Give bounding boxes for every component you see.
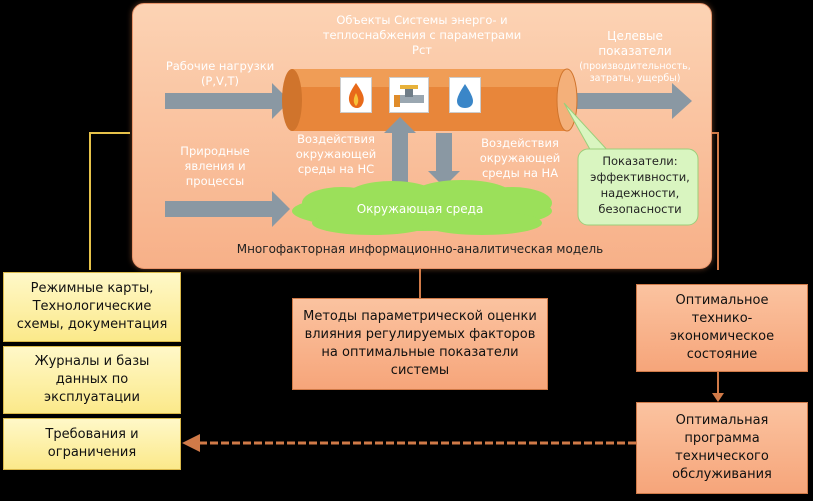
left-connector bbox=[89, 132, 130, 270]
panel-graphics bbox=[165, 68, 699, 235]
target-title: Целевые показатели bbox=[598, 29, 672, 58]
work-load-arrow bbox=[165, 83, 290, 119]
left-box-regime-maps: Режимные карты, Технологические схемы, д… bbox=[3, 272, 181, 342]
environment-label: Окружающая среда bbox=[356, 202, 484, 216]
output-arrow bbox=[562, 83, 692, 119]
model-title: Многофакторная информационно-аналитическ… bbox=[236, 242, 604, 256]
up-arrow bbox=[384, 117, 416, 185]
flame-icon bbox=[340, 77, 372, 113]
right-box-maintenance-program: Оптимальная программа технического обслу… bbox=[636, 402, 808, 494]
valve-icon bbox=[389, 77, 429, 113]
work-loads-label: Рабочие нагрузки (P,V,T) bbox=[165, 59, 275, 88]
env-ns-label: Воздействия окружающей среды на НС bbox=[295, 132, 377, 176]
environment-cloud bbox=[292, 180, 552, 235]
right-box-optimal-state: Оптимальное технико- экономическое состо… bbox=[636, 284, 808, 372]
center-box-methods: Методы параметрической оценки влияния ре… bbox=[292, 298, 548, 390]
down-arrow bbox=[428, 133, 460, 187]
water-drop-icon bbox=[449, 77, 481, 113]
target-sub: (производительность, затраты, ущербы) bbox=[579, 61, 691, 84]
nature-arrow bbox=[165, 191, 290, 227]
right-connector bbox=[712, 132, 719, 270]
left-box-journals: Журналы и базы данных по эксплуатации bbox=[3, 346, 181, 414]
nature-label: Природные явления и процессы bbox=[180, 144, 250, 188]
env-na-label: Воздействия окружающей среды на НА bbox=[479, 136, 561, 180]
indicators-label: Показатели: эффективности, надежности, б… bbox=[590, 154, 690, 216]
left-box-requirements: Требования и ограничения bbox=[3, 418, 181, 470]
indicators-callout bbox=[577, 148, 699, 226]
objects-title: Объекты Системы энерго- и теплоснабжения… bbox=[322, 13, 522, 57]
